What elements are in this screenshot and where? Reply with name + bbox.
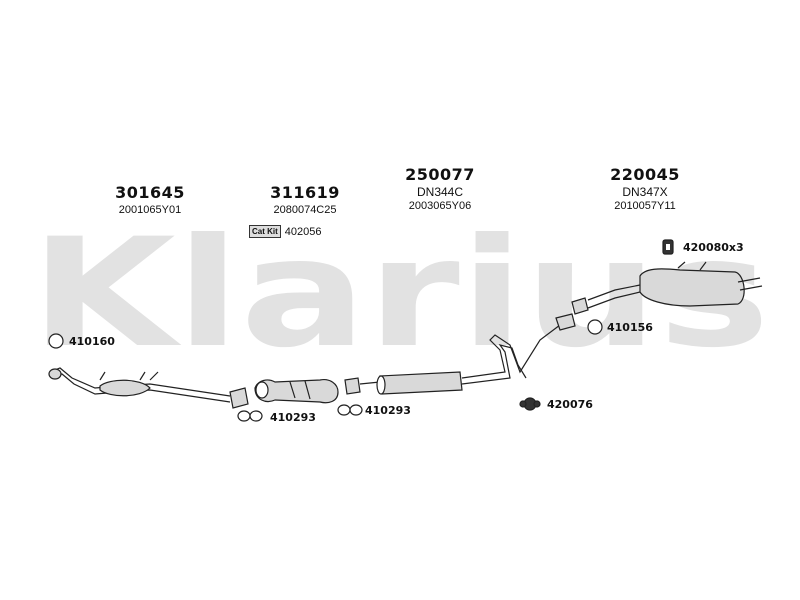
middle-pipe-250077 [344,313,576,395]
fitting-label-410156: 410156 [607,321,653,334]
part-number: 250077 [405,165,475,184]
part-number: 301645 [115,183,185,202]
part-311619: 311619 2080074C25 [250,183,360,216]
cat-kit-number: 402056 [284,225,322,238]
part-reference: 2001065Y01 [118,204,182,216]
fitting-label-410293: 410293 [365,404,411,417]
cat-kit-reference: Cat Kit 402056 [249,225,322,238]
part-number: 311619 [270,183,340,202]
part-301645: 301645 2001065Y01 [95,183,205,216]
ring-gasket-icon [48,333,64,349]
fitting-label-410160: 410160 [69,335,115,348]
part-220045: 220045 DN347X 2010057Y11 [590,165,700,212]
part-code: DN347X [622,185,668,199]
rear-silencer-220045 [571,261,763,315]
flange-gasket-icon [237,410,263,422]
cat-kit-badge: Cat Kit [249,225,281,238]
hanger-rubber-icon [662,239,674,255]
flange-gasket-icon [337,404,363,416]
part-250077: 250077 DN344C 2003065Y06 [385,165,495,212]
rubber-mount-icon [519,397,541,411]
catalytic-converter-311619 [254,379,339,404]
fitting-label-420076: 420076 [547,398,593,411]
fitting-label-420080x3: 420080x3 [683,241,744,254]
part-number: 220045 [610,165,680,184]
part-reference: 2010057Y11 [614,200,676,212]
part-code: DN344C [416,185,464,199]
ring-gasket-icon [587,319,603,335]
front-pipe-301645 [48,367,249,409]
fitting-label-410293: 410293 [270,411,316,424]
part-reference: 2080074C25 [273,204,337,216]
part-reference: 2003065Y06 [408,200,472,212]
